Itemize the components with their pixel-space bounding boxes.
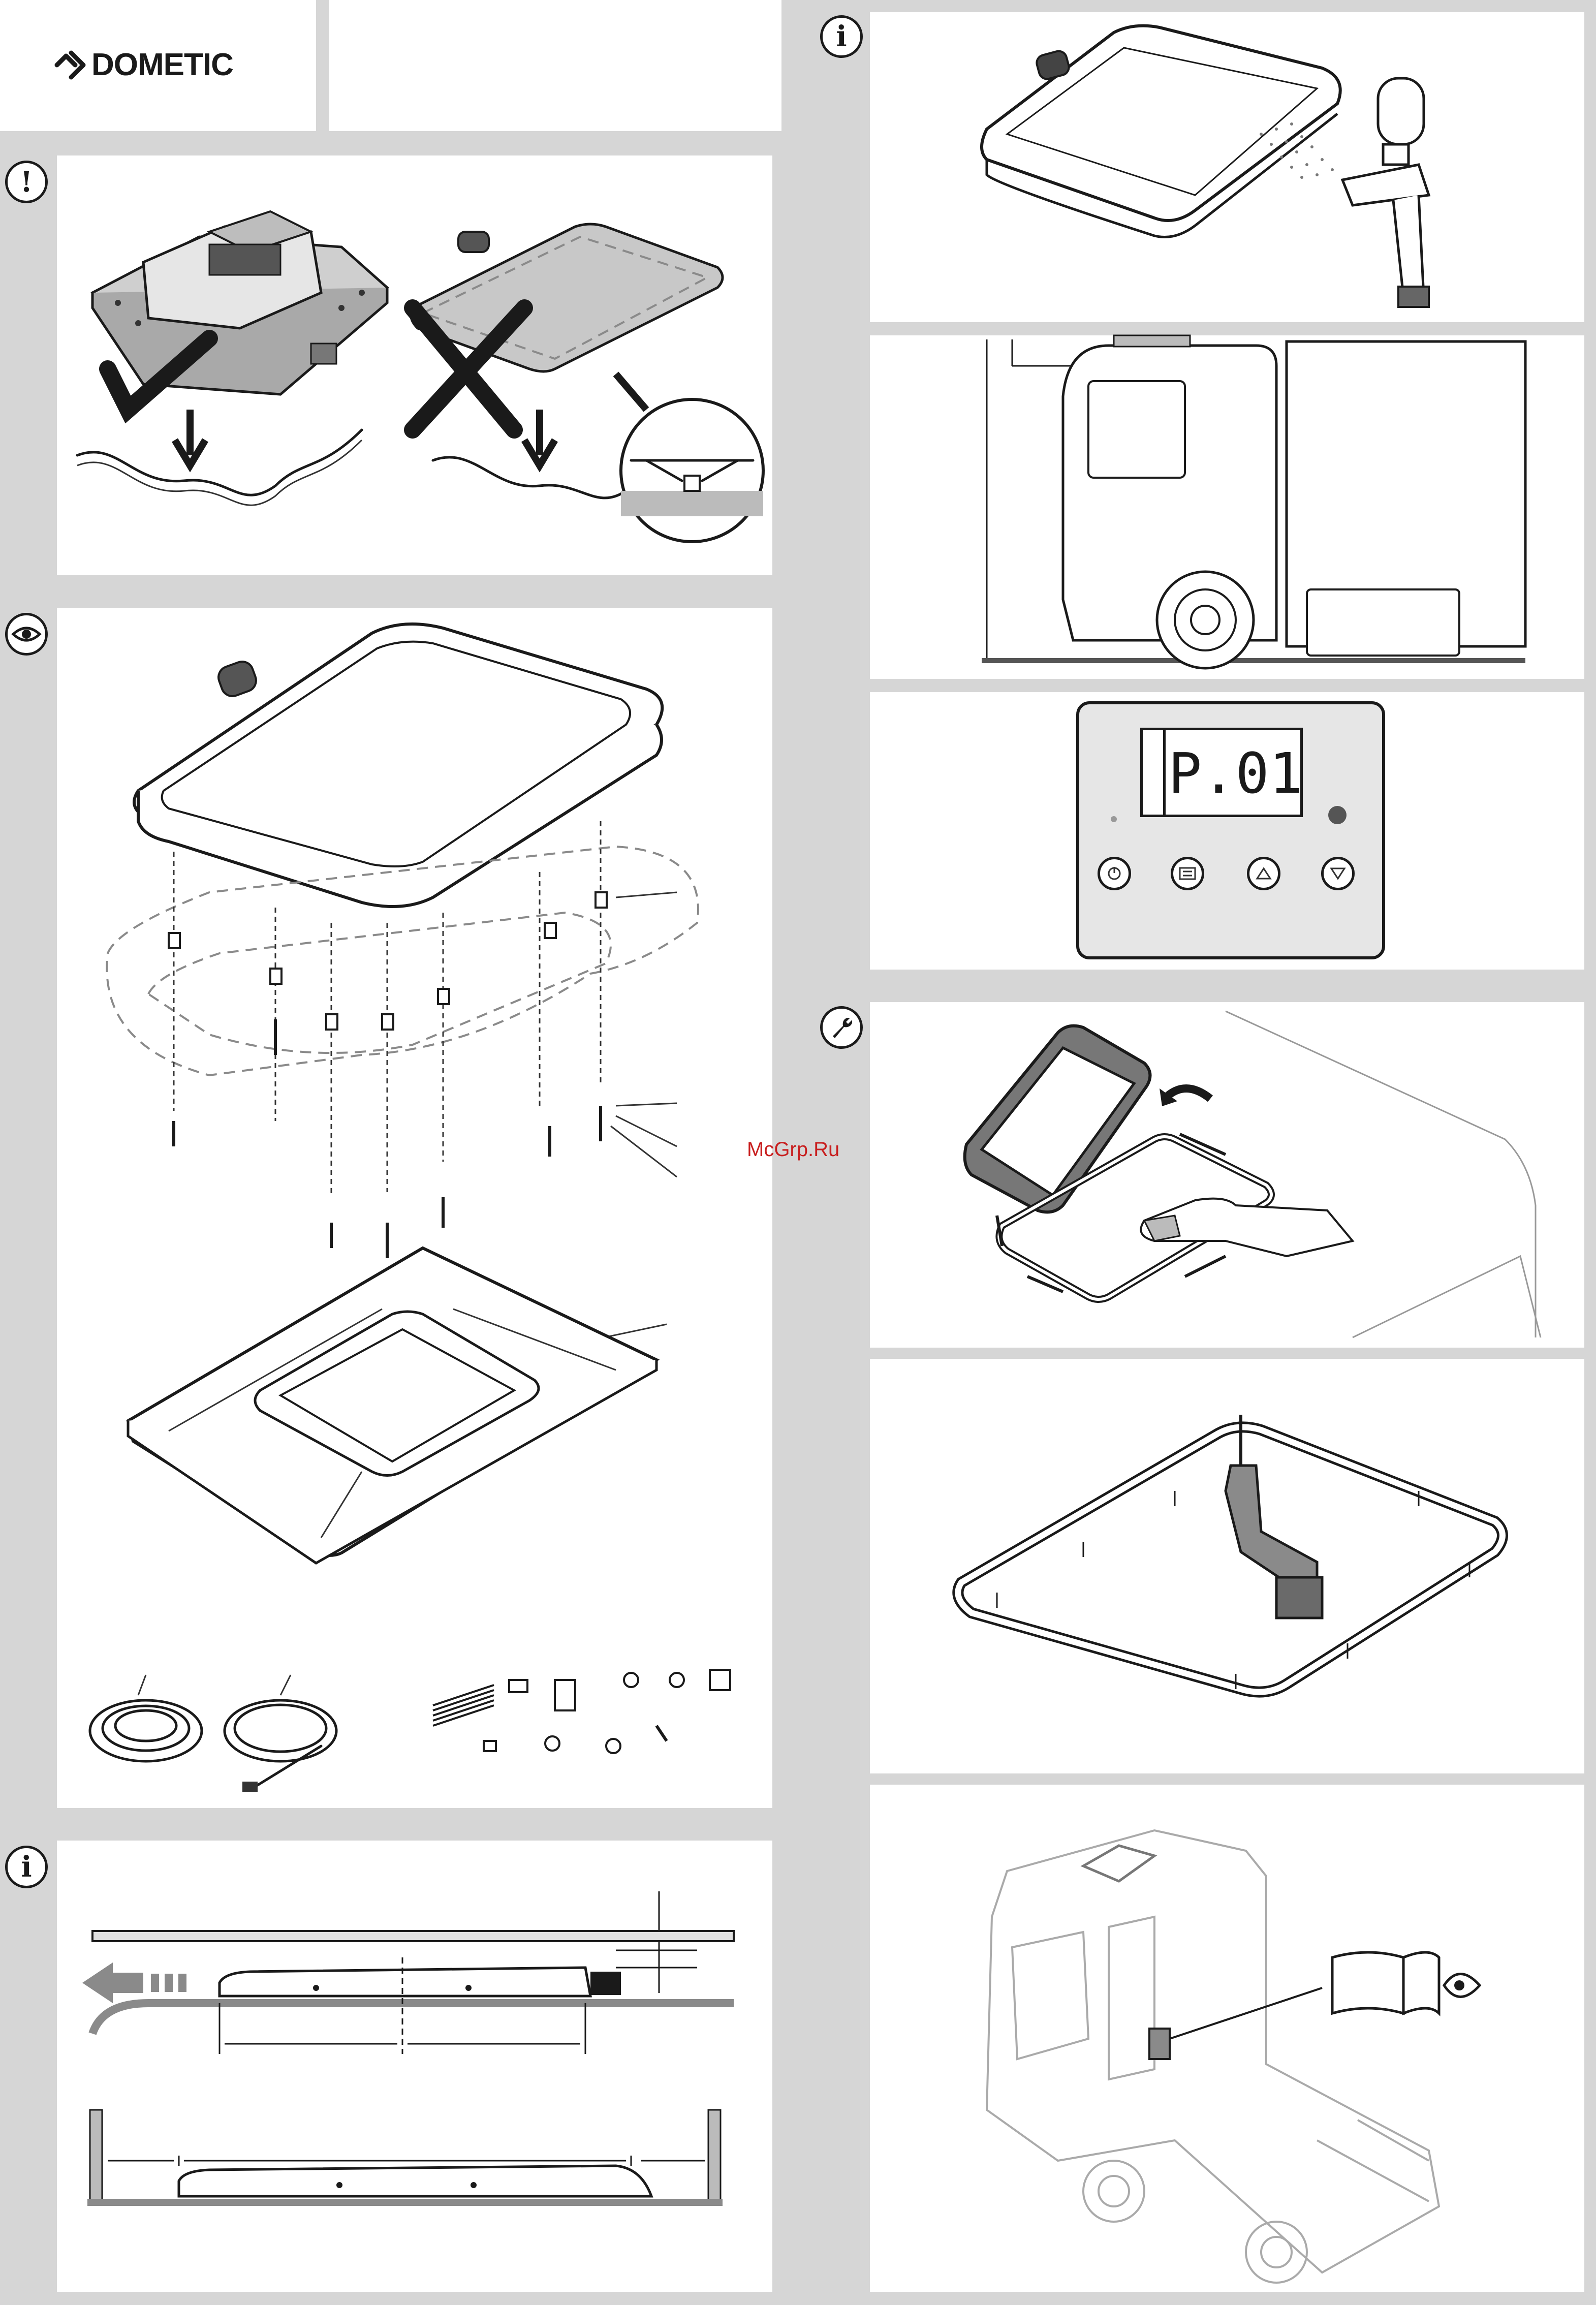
truck-outline	[987, 1830, 1439, 2283]
connection-cable	[225, 1675, 336, 1792]
cleaning-panel	[870, 1002, 1584, 1348]
warning-panel: !	[57, 155, 772, 575]
dometic-logo: DOMETIC	[57, 45, 270, 85]
roof-surface	[77, 430, 362, 495]
rooftop-lid	[134, 624, 662, 907]
unit-side-view	[220, 1968, 590, 1996]
watermark: McGrp.Ru	[747, 1138, 839, 1161]
control-box	[1149, 2029, 1170, 2059]
power-button[interactable]	[1098, 857, 1131, 890]
manual-book-icon	[1332, 1952, 1439, 2013]
power-icon	[1107, 866, 1122, 881]
up-button[interactable]	[1247, 857, 1280, 890]
indicator-light	[1328, 806, 1347, 824]
roof-unit	[1083, 1846, 1154, 1881]
control-panel: P.01	[1076, 701, 1385, 959]
spray-panel: i	[870, 12, 1584, 322]
drilling-panel	[870, 1359, 1584, 1773]
triangle-down-icon	[1329, 866, 1347, 881]
info-icon: i	[5, 1846, 48, 1888]
dimensions-panel: i	[57, 1841, 772, 2292]
header-logo-panel: DOMETIC	[0, 0, 316, 131]
menu-icon	[1179, 867, 1196, 880]
control-panel-section: P.01	[870, 692, 1584, 970]
front-wheel	[1157, 572, 1254, 668]
truck-manual-illustration	[870, 1785, 1584, 2292]
parts-panel	[57, 608, 772, 1808]
eye-icon	[1444, 1974, 1480, 1997]
warning-icon: !	[5, 161, 48, 203]
triangle-up-icon	[1255, 866, 1272, 881]
lcd-display: P.01	[1140, 728, 1303, 817]
menu-button[interactable]	[1171, 857, 1204, 890]
spray-cleaning-illustration	[870, 12, 1584, 322]
frame-drilling-illustration	[870, 1359, 1584, 1773]
status-led	[1111, 816, 1117, 822]
warning-illustration	[57, 155, 772, 575]
detail-magnifier	[621, 399, 763, 542]
sealing-tape-roll	[90, 1675, 202, 1761]
small-parts	[433, 1670, 730, 1753]
dimension-illustration	[57, 1841, 772, 2292]
driving-direction-arrow	[82, 1963, 143, 2003]
arrow-down-icon	[175, 410, 205, 465]
vehicle-height-panel	[870, 335, 1584, 679]
exploded-view-illustration	[57, 608, 772, 1808]
header-blank-panel	[329, 0, 781, 131]
vehicle-manual-panel	[870, 1785, 1584, 2292]
spray-gun	[1342, 78, 1429, 307]
callout-lines	[570, 892, 677, 1345]
info-icon: i	[820, 15, 863, 58]
wrench-icon	[820, 1006, 863, 1049]
inner-frame	[128, 1248, 656, 1563]
truck-side-illustration	[870, 335, 1584, 679]
brand-name: DOMETIC	[91, 47, 233, 82]
display-code: P.01	[1168, 745, 1303, 801]
eye-icon	[5, 613, 48, 656]
down-button[interactable]	[1321, 857, 1355, 890]
correct-orientation-unit	[92, 211, 387, 394]
frame-cleaning-illustration	[870, 1002, 1584, 1348]
